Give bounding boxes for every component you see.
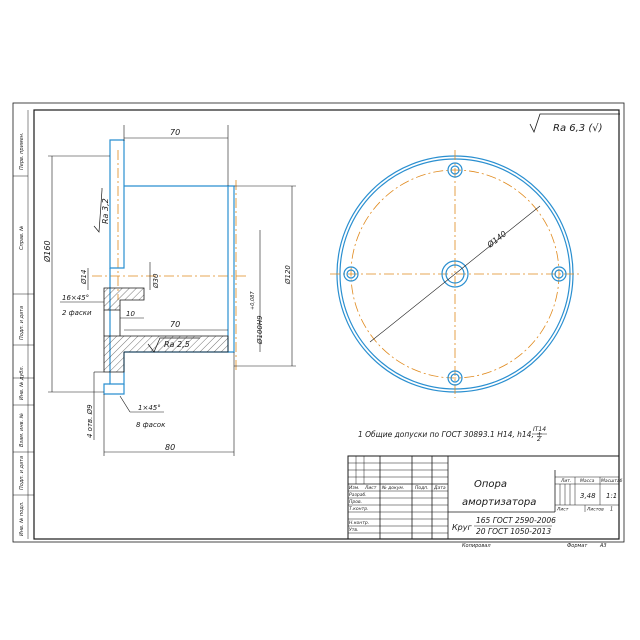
tb-col-data: Дата (433, 485, 446, 491)
technical-note: 1 Общие допуски по ГОСТ 30893.1 H14, h14… (358, 426, 547, 443)
tb-mass: 3,48 (580, 492, 596, 500)
flange-outline (109, 139, 125, 269)
general-roughness: Ra 6,3 (√) (529, 113, 620, 134)
side-label-vzam: Взам. инв. № (19, 413, 25, 447)
dim-dia-14: Ø14 (80, 270, 88, 285)
hole-top (447, 162, 463, 178)
front-view: Ø140 (330, 150, 580, 398)
note-text: 1 Общие допуски по ГОСТ 30893.1 H14, h14… (358, 430, 543, 439)
dim-chamfer-1-note: 2 фаски (62, 309, 92, 317)
tb-copied: Копировал (462, 543, 491, 549)
center-bore (441, 260, 469, 288)
tb-row-prov: Пров. (349, 499, 362, 505)
dim-dia-100-tol: +0,087 (250, 291, 256, 310)
title-block: Изм. Лист № докум. Подп. Дата Разраб. Пр… (347, 455, 623, 540)
dim-top-length: 70 (170, 128, 180, 137)
side-view: 70 Ra 3,2 Ø160 Ø14 Ø30 16×45° 2 фаски 10… (42, 125, 296, 456)
tb-col-izm: Изм. (349, 485, 360, 491)
dim-dia-120: Ø120 (284, 265, 292, 285)
hole-bottom (447, 370, 463, 386)
note-frac-num: IT14 (533, 426, 546, 433)
tb-row-nkontr: Н.контр. (349, 520, 369, 526)
tb-row-utv: Утв. (349, 527, 358, 533)
tb-col-lit: Лит. (560, 478, 571, 484)
dia-140-leader (369, 205, 541, 343)
tb-sheets-num: 1 (610, 507, 613, 513)
dim-chamfer-2-note: 8 фасок (136, 421, 166, 429)
tb-material-den: 20 ГОСТ 1050-2013 (476, 527, 551, 536)
tb-col-doc: № докум. (381, 485, 404, 491)
hole-left (343, 266, 359, 282)
side-label-podp2: Подп. и дата (19, 456, 25, 490)
tb-scale: 1:1 (606, 492, 617, 500)
dim-chamfer-2: 1×45° (138, 404, 161, 412)
dim-chamfer-1: 16×45° (62, 294, 89, 302)
side-label-inv-dubl: Инв. № дубл. (19, 366, 25, 400)
dim-dia-160: Ø160 (42, 240, 52, 263)
tb-sheet: Лист (556, 507, 569, 513)
side-label-inv-podl: Инв. № подл. (19, 502, 25, 537)
general-roughness-text: Ra 6,3 (√) (553, 123, 603, 134)
ra-25-label: Ra 2,5 (164, 340, 190, 349)
side-label-sprav: Справ. № (19, 226, 25, 250)
side-label-podp1: Подп. и дата (19, 306, 25, 340)
tb-format-val: А3 (599, 543, 607, 549)
dim-holes: 4 отв. Ø9 (86, 404, 94, 438)
tb-name-line1: Опора (474, 479, 507, 490)
dim-total-length: 80 (165, 443, 175, 452)
dim-dia-30: Ø30 (152, 273, 160, 289)
outer-border (12, 102, 625, 543)
side-strip: Перв. примен. Справ. № Подп. и дата Инв.… (13, 110, 34, 539)
tb-col-scale: Масштаб (601, 478, 623, 484)
dim-dia-100: Ø100Н9 (256, 315, 264, 345)
section-hatch-upper (103, 287, 145, 311)
side-label-perv: Перв. примен. (19, 132, 25, 170)
tb-col-list: Лист (364, 485, 377, 491)
hole-right (551, 266, 567, 282)
note-frac-den: 2 (537, 436, 541, 443)
ra-32-label: Ra 3,2 (101, 198, 110, 224)
tb-format: Формат (567, 543, 588, 549)
tb-material-num: 165 ГОСТ 2590-2006 (476, 516, 556, 525)
dim-front-dia-140: Ø140 (484, 228, 508, 250)
tb-row-razrab: Разраб. (349, 492, 367, 498)
tb-row-tkontr: Т.контр. (349, 506, 369, 512)
dim-ten: 10 (126, 310, 135, 318)
tb-material-prefix: Круг (452, 523, 472, 532)
inner-border (33, 109, 620, 540)
tb-col-podp: Подп. (415, 485, 429, 491)
tb-col-mass: Масса (580, 478, 595, 484)
tb-name-line2: амортизатора (462, 497, 536, 508)
dim-mid-length: 70 (170, 320, 180, 329)
tb-sheets: Листов (586, 507, 604, 513)
